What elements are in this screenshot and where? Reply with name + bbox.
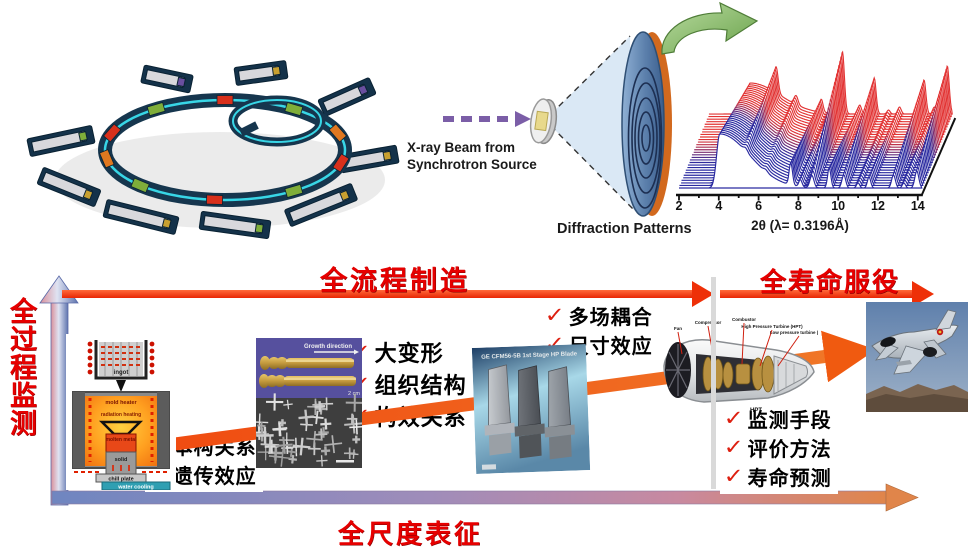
checklist-item-label: 多场耦合 [568,307,653,329]
engine-label-lpt: Low pressure turbine (LPT) [770,330,818,335]
whole-manufacturing-label: 全流程制造 [320,266,470,296]
checklist-item-label: 尺寸效应 [568,336,653,358]
list-item: ✓监测手段 [723,404,832,433]
blade-3 [544,366,575,460]
svg-text:12: 12 [871,199,885,213]
diffraction-caption: Diffraction Patterns [557,221,692,237]
molten-metal-label: molten metal [106,437,137,443]
beam-label-line2: Synchrotron Source [407,157,537,172]
full-scale-characterization-label: 全尺度表征 [338,519,484,549]
whole-life-service-label: 全寿命服役 [760,267,901,297]
cast-sample-rods [259,356,356,388]
xray-beam-arrow [443,111,531,127]
svg-text:8: 8 [795,199,802,213]
manufacturing-arrow [62,281,714,307]
area-detector [621,31,672,217]
svg-text:6: 6 [755,199,762,213]
checklist-item-label: 评价方法 [747,439,832,461]
turbine-blade-image: GE CFM56-5B 1st Stage HP Blade [471,344,591,474]
roadmap-axes [39,275,934,512]
synchrotron-facility-illustration [25,55,407,247]
service-arrow [720,281,934,307]
sample-disc [529,98,558,145]
jet-engine-cutaway-image: Fan Compressor Combustor High Pressure T… [663,317,818,414]
list-item: ✓寿命预测 [723,462,832,491]
chill-plate-label: chill plate [108,477,133,483]
fighter-jet [871,309,959,375]
mold-heater-label: mold heater [105,400,137,406]
diffraction-cone [551,36,634,210]
svg-text:2: 2 [676,199,683,213]
checklist-item-label: 监测手段 [747,410,832,432]
checklist-item-label: 组织结构 [374,373,467,398]
fighter-jet-image [866,302,968,412]
ingot-crucible: ingot [87,340,155,392]
list-item: ✓多场耦合 [544,301,653,330]
svg-text:10: 10 [831,199,845,213]
whole-process-monitoring-label: 全过程监测 [6,297,36,437]
checklist-service-evaluation: ✓监测手段 ✓评价方法 ✓寿命预测 [721,402,837,493]
stage-divider-line [711,277,716,489]
water-cooling-label: water cooling [117,485,153,491]
checkmark-icon: ✓ [723,436,744,459]
furnace-body: mold heater radiation heating molten met… [72,391,170,475]
dendrite-microstructure [256,393,362,467]
diffraction-waterfall-plot [679,50,953,189]
engine-label-combustor: Combustor [732,317,756,322]
list-item: ✓评价方法 [723,433,832,462]
blade-2 [514,365,545,459]
engine-label-hpt-bottom: HPT [750,408,762,414]
radiation-heating-label: radiation heating [101,412,141,418]
checklist-item-label: 寿命预测 [747,468,832,490]
engine-label-fan: Fan [674,326,682,331]
engine-label-compressor: Compressor [695,320,722,325]
solidification-furnace-image: ingot mold heater radiation heating molt… [66,334,176,490]
beam-label-line1: X-ray Beam from [407,140,516,155]
solid-label: solid [115,457,128,463]
ingot-label: ingot [114,370,129,376]
checklist-item-label: 大变形 [374,341,444,366]
chill-plate: chill plate water cooling [95,473,171,491]
checklist-item-label: 遗传效应 [172,466,257,488]
growth-direction-label: Growth direction [304,344,352,350]
green-curved-arrow [661,1,759,55]
two-theta-axis: 2 4 6 8 10 12 14 [676,117,957,213]
blade-title: GE CFM56-5B 1st Stage HP Blade [481,351,578,360]
checkmark-icon: ✓ [544,304,565,327]
svg-text:4: 4 [715,199,722,213]
checkmark-icon: ✓ [723,465,744,488]
engine-labels: Fan Compressor Combustor High Pressure T… [674,317,818,414]
xray-diffraction-schematic: 2 4 6 8 10 12 14 [402,0,976,250]
chart-x-axis-label: 2θ (λ= 0.3196Å) [751,218,849,233]
checkmark-icon: ✓ [723,407,744,430]
sample-microstructure-image: Growth direction 2 cm [256,338,362,468]
horizontal-axis-arrow [51,483,919,512]
engine-label-hpt: High Pressure Turbine (HPT) [741,324,803,329]
blade-1 [484,364,515,456]
svg-text:14: 14 [911,199,925,213]
